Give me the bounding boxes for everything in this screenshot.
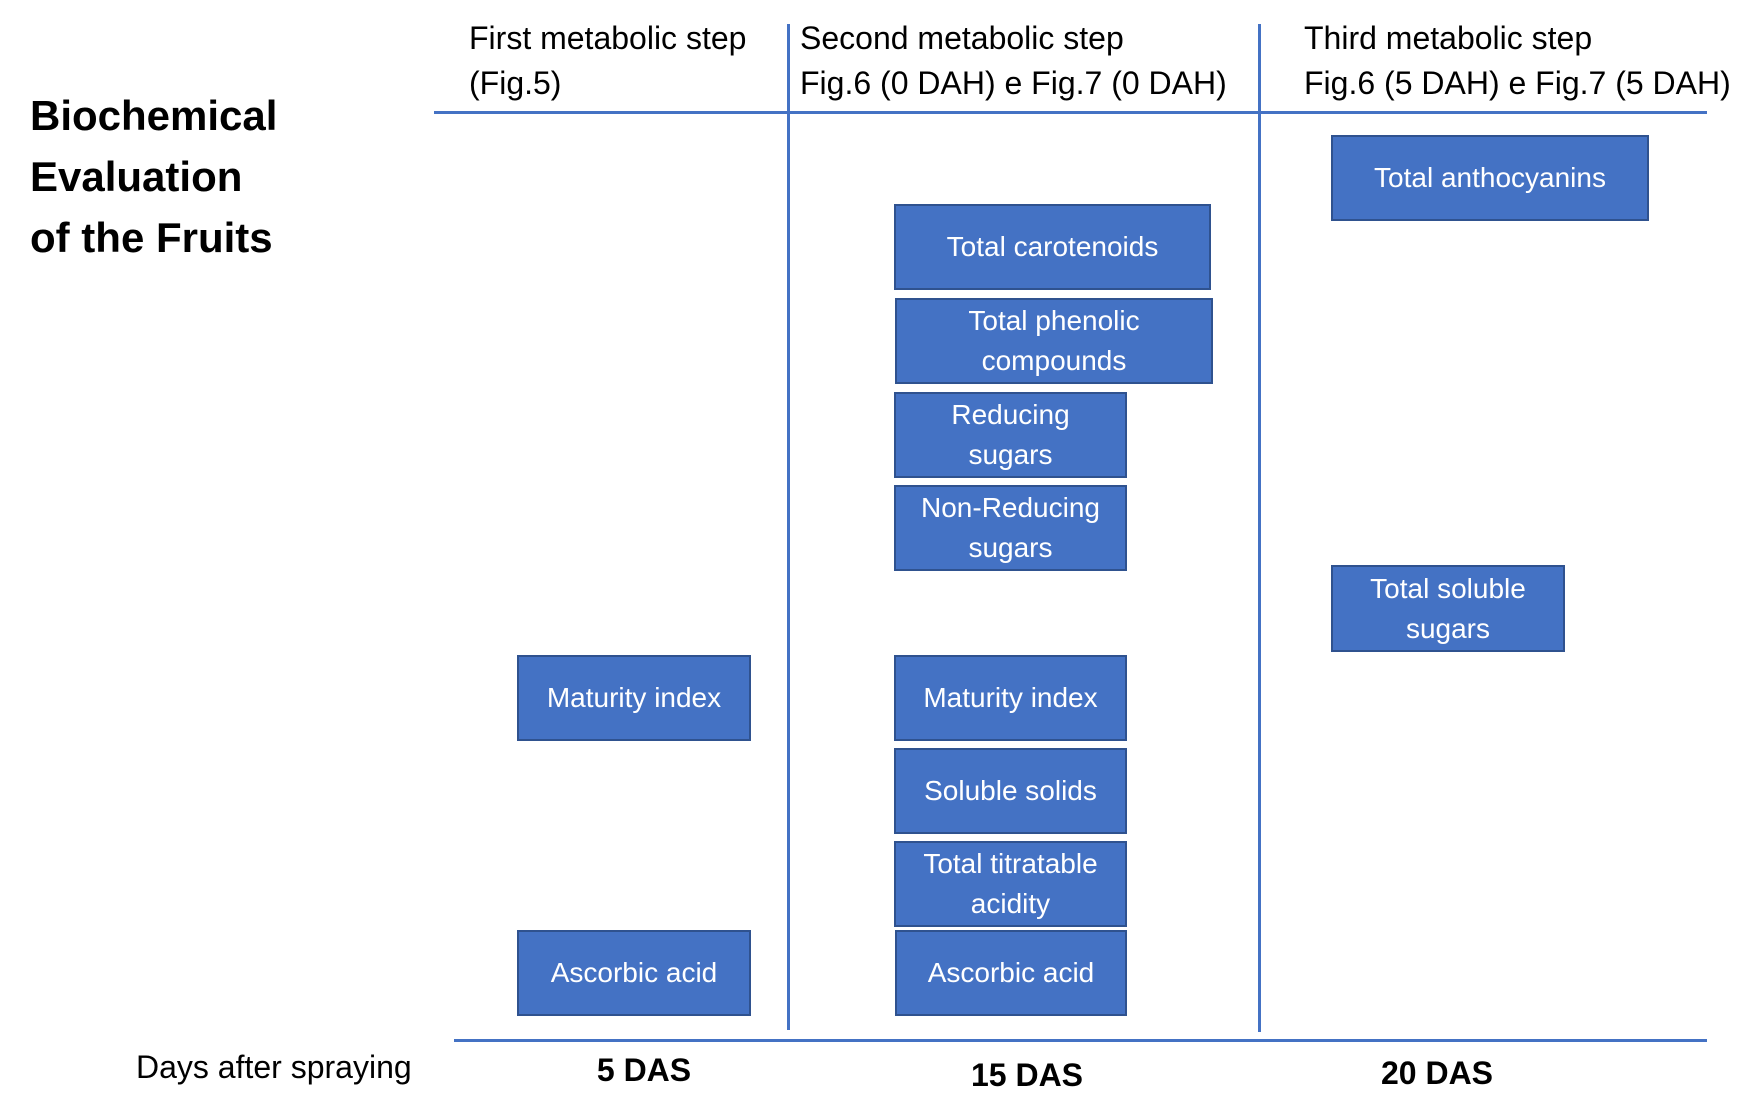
tick-20-das: 20 DAS bbox=[1380, 1055, 1494, 1091]
header-divider-line bbox=[434, 111, 1707, 114]
box-ascorbic-acid-second: Ascorbic acid bbox=[895, 930, 1127, 1016]
box-non-reducing-sugars: Non-Reducing sugars bbox=[894, 485, 1127, 571]
bottom-axis-line bbox=[454, 1039, 1707, 1042]
box-soluble-solids: Soluble solids bbox=[894, 748, 1127, 834]
tick-5-das: 5 DAS bbox=[596, 1052, 692, 1088]
axis-label: Days after spraying bbox=[136, 1049, 412, 1085]
column-header-third: Third metabolic step Fig.6 (5 DAH) e Fig… bbox=[1304, 20, 1731, 101]
box-total-phenolic-compounds: Total phenolic compounds bbox=[895, 298, 1213, 384]
box-reducing-sugars: Reducing sugars bbox=[894, 392, 1127, 478]
column-separator-2 bbox=[1258, 24, 1261, 1032]
diagram-title: Biochemical Evaluation of the Fruits bbox=[30, 92, 278, 261]
box-total-soluble-sugars: Total soluble sugars bbox=[1331, 565, 1565, 652]
box-total-anthocyanins: Total anthocyanins bbox=[1331, 135, 1649, 221]
column-header-first: First metabolic step (Fig.5) bbox=[469, 20, 747, 101]
box-ascorbic-acid-first: Ascorbic acid bbox=[517, 930, 751, 1016]
column-header-second: Second metabolic step Fig.6 (0 DAH) e Fi… bbox=[800, 20, 1227, 101]
tick-15-das: 15 DAS bbox=[970, 1057, 1084, 1093]
box-total-carotenoids: Total carotenoids bbox=[894, 204, 1211, 290]
box-total-titratable-acidity: Total titratable acidity bbox=[894, 841, 1127, 927]
box-maturity-index-second: Maturity index bbox=[894, 655, 1127, 741]
box-maturity-index-first: Maturity index bbox=[517, 655, 751, 741]
column-separator-1 bbox=[787, 24, 790, 1030]
